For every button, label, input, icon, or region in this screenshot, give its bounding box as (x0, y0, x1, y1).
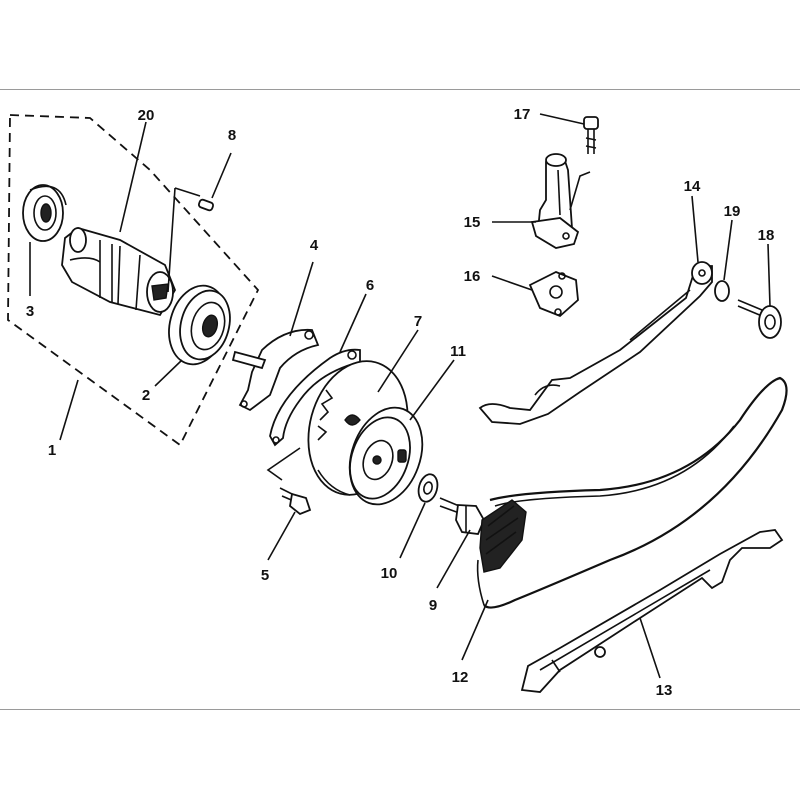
part-9-bolt (439, 497, 486, 535)
label-8: 8 (228, 127, 236, 144)
part-15-tensioner (530, 153, 591, 249)
pin-leader (167, 187, 201, 293)
leader-19 (723, 219, 733, 281)
label-1: 1 (48, 442, 56, 459)
leader-12 (461, 599, 489, 661)
leader-14 (691, 195, 699, 263)
leader-11 (409, 359, 455, 421)
label-15: 15 (464, 214, 481, 231)
part-17-bolt (583, 116, 599, 154)
label-16: 16 (464, 268, 481, 285)
part-2-bearing (168, 284, 231, 366)
label-6: 6 (366, 277, 374, 294)
part-8-pin (197, 198, 215, 212)
leader-8 (211, 152, 232, 199)
leader-10 (399, 502, 426, 559)
label-12: 12 (452, 669, 469, 686)
label-14: 14 (684, 178, 701, 195)
part-14-guide (478, 261, 713, 425)
leader-4 (289, 261, 314, 337)
part-16-gasket (528, 271, 579, 318)
label-13: 13 (656, 682, 673, 699)
part-10-washer (417, 473, 439, 503)
leader-6 (339, 293, 367, 353)
leader-2 (154, 359, 183, 387)
part-5-bolt (279, 487, 312, 516)
part-6-plate (269, 348, 361, 447)
leader-16 (491, 275, 533, 291)
part-18-bolt (737, 299, 782, 339)
bolt-5-leader (266, 447, 301, 481)
part-12-chain (476, 376, 788, 609)
part-3-bearing (22, 184, 67, 242)
part-20-camshaft (61, 227, 177, 317)
label-18: 18 (758, 227, 775, 244)
label-11: 11 (450, 343, 466, 360)
assembly-outline (7, 114, 260, 447)
part-19-washer (714, 280, 730, 302)
leader-13 (639, 617, 661, 679)
part-4-plate (231, 328, 320, 412)
part-11-plate (348, 406, 424, 506)
leader-5 (267, 511, 296, 561)
label-9: 9 (429, 597, 437, 614)
label-7: 7 (414, 313, 422, 330)
leader-9 (436, 529, 471, 589)
label-3: 3 (26, 303, 34, 320)
label-17: 17 (514, 106, 531, 123)
label-5: 5 (261, 567, 269, 584)
leader-1 (59, 379, 79, 441)
bottom-rule (0, 709, 800, 710)
leader-17 (539, 113, 585, 125)
top-rule (0, 89, 800, 90)
leader-7 (377, 329, 419, 393)
leader-18 (767, 243, 771, 307)
leader-20 (119, 121, 147, 233)
label-4: 4 (310, 237, 319, 254)
part-13-guide (520, 529, 784, 693)
label-2: 2 (142, 387, 150, 404)
label-10: 10 (381, 565, 398, 582)
label-20: 20 (138, 107, 155, 124)
label-19: 19 (724, 203, 741, 220)
